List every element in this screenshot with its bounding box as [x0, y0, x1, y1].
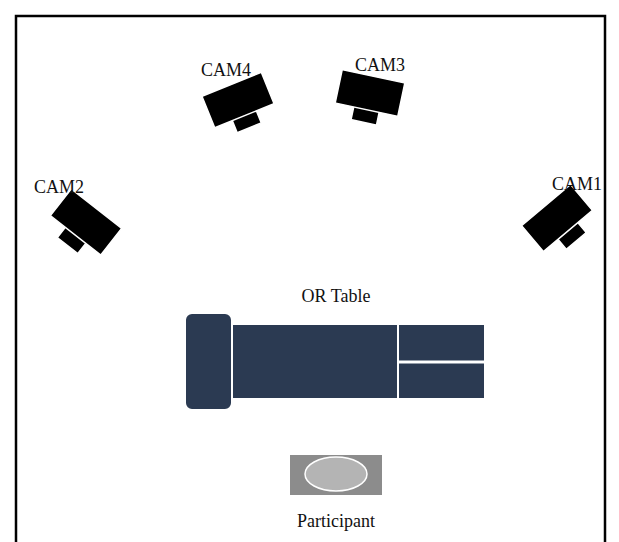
- camera-symbol: [522, 184, 601, 261]
- participant-symbol: [290, 455, 382, 495]
- camera-label: CAM3: [355, 56, 405, 76]
- camera-symbol: [332, 70, 404, 129]
- camera-label: CAM2: [34, 178, 84, 198]
- camera-label: CAM4: [201, 61, 251, 81]
- camera-symbol: [202, 72, 279, 140]
- table-label: OR Table: [302, 287, 371, 307]
- or-table: [185, 313, 484, 410]
- camera-label: CAM1: [552, 175, 602, 195]
- room-wall: [16, 16, 605, 542]
- participant-label: Participant: [297, 512, 375, 532]
- camera-symbol: [42, 189, 121, 265]
